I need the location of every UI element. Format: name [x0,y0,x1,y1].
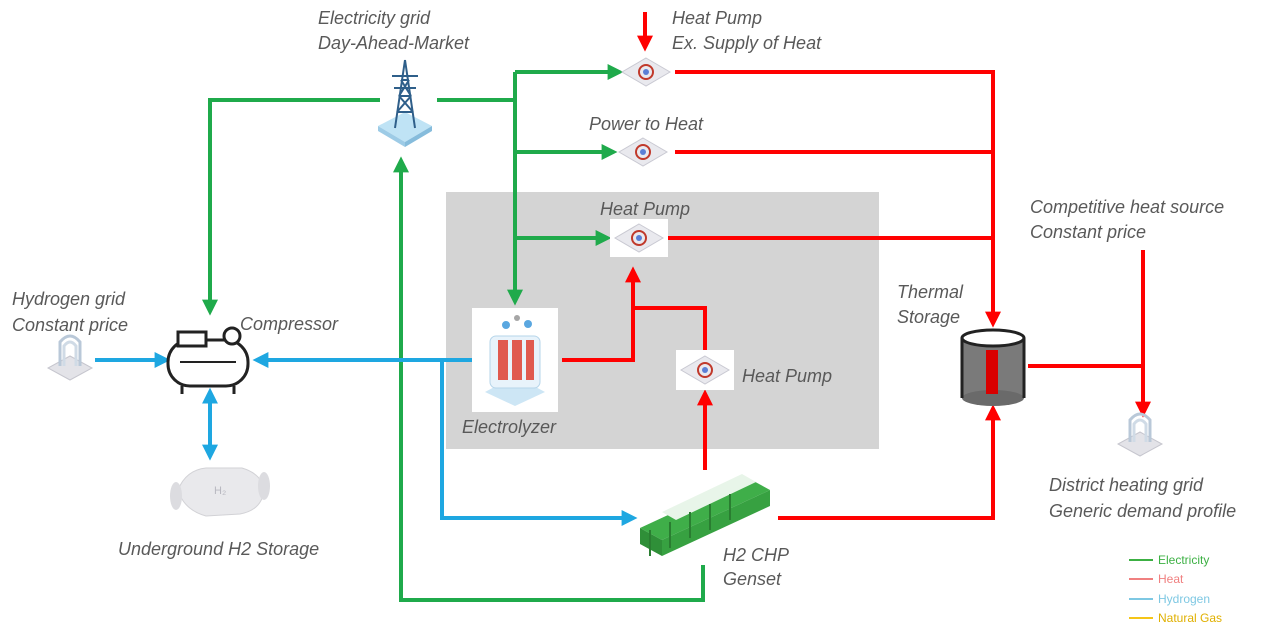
legend-label-natural-gas: Natural Gas [1158,611,1222,625]
chp-label-line2: Genset [723,569,782,589]
compressor-icon [166,326,250,394]
chp-label-line1: H2 CHP [723,545,789,565]
heat-pump-inner-icon [610,219,668,257]
heat-pump-ext-icon [621,57,671,87]
hp-ext-label-line2: Ex. Supply of Heat [672,33,822,53]
thermal-label-line2: Storage [897,307,960,327]
storage-label: Underground H2 Storage [118,539,319,559]
legend-label-heat: Heat [1158,572,1184,586]
chp-to-storage-line [778,404,1001,520]
grid-label-line2: Day-Ahead-Market [318,33,470,53]
hp-ext-label-line1: Heat Pump [672,8,762,28]
thermal-storage-icon [960,328,1026,406]
h2-storage-tank-icon: H₂ [170,467,270,517]
district-label-line1: District heating grid [1049,475,1204,495]
h2grid-label-line1: Hydrogen grid [12,289,126,309]
electrolyzer-label: Electrolyzer [462,417,557,437]
hydrogen-grid-icon [46,334,94,381]
heat-pump-lower-icon [676,350,734,390]
power-to-heat-icon [618,137,668,167]
compressor-label: Compressor [240,314,339,334]
storage-to-district-line [1028,364,1151,418]
grid-label-line1: Electricity grid [318,8,431,28]
hp-inner-label: Heat Pump [600,199,690,219]
electricity-pylon-icon [378,59,432,147]
legend: Electricity Heat Hydrogen Natural Gas [1129,553,1222,625]
svg-text:H₂: H₂ [214,485,226,497]
competitive-label-line2: Constant price [1030,222,1146,242]
district-label-line2: Generic demand profile [1049,501,1236,521]
legend-label-hydrogen: Hydrogen [1158,592,1210,606]
chp-to-grid-line [393,156,705,602]
electrolyzer-to-hp-inner-line [562,266,641,362]
grid-to-compressor-line [202,98,380,316]
electrolyzer-icon [472,308,558,412]
p2h-label: Power to Heat [589,114,704,134]
electrolyzer-to-chp-line [440,360,638,526]
hp-lower-to-hp-inner-line [633,306,707,350]
legend-label-electricity: Electricity [1158,553,1209,567]
hp-lower-label: Heat Pump [742,366,832,386]
h2-chp-genset-icon [640,474,770,556]
thermal-label-line1: Thermal [897,282,964,302]
district-heating-grid-icon [1116,412,1164,457]
competitive-label-line1: Competitive heat source [1030,197,1224,217]
h2grid-label-line2: Constant price [12,315,128,335]
